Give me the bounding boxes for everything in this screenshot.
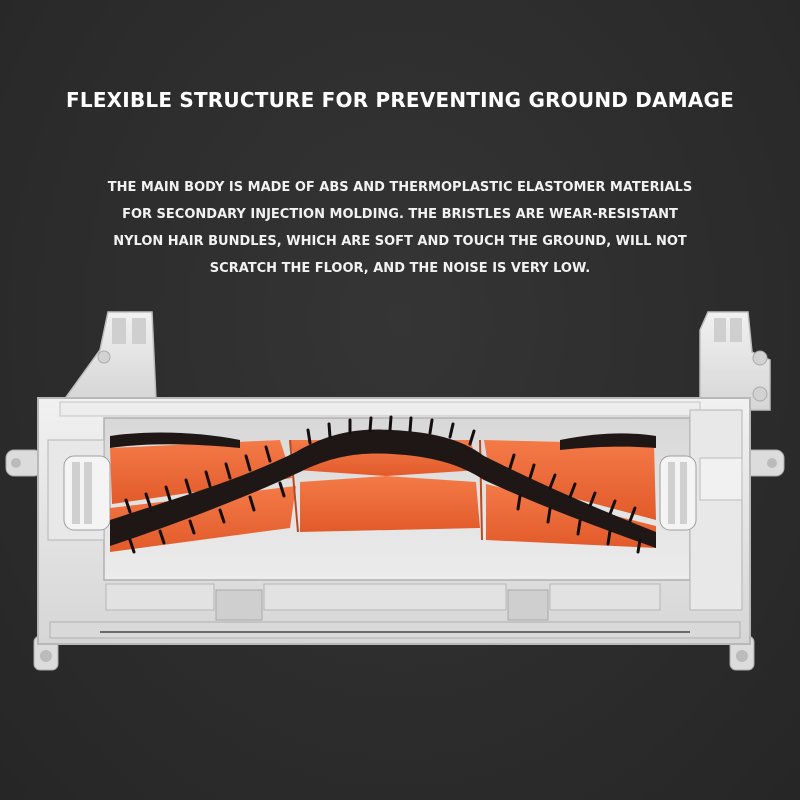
description-line: SCRATCH THE FLOOR, AND THE NOISE IS VERY… [209,261,591,276]
description-line: NYLON HAIR BUNDLES, WHICH ARE SOFT AND T… [113,234,687,249]
brush-housing-illustration [5,311,785,671]
rubber-blade [484,440,656,520]
bristle-band [560,433,656,450]
brush-axle [63,455,697,531]
headline: FLEXIBLE STRUCTURE FOR PREVENTING GROUND… [66,88,734,112]
rubber-blade [300,476,480,532]
description: THE MAIN BODY IS MADE OF ABS AND THERMOP… [60,174,740,282]
left-bracket [62,311,157,401]
bristle-tufts [124,415,642,554]
right-bracket [699,311,771,411]
bristle-band [110,432,240,448]
rubber-blade [110,486,296,552]
description-line: FOR SECONDARY INJECTION MOLDING. THE BRI… [122,207,678,222]
bristle-band [110,429,656,548]
description-line: THE MAIN BODY IS MADE OF ABS AND THERMOP… [107,180,693,195]
roller-brush [110,415,656,554]
